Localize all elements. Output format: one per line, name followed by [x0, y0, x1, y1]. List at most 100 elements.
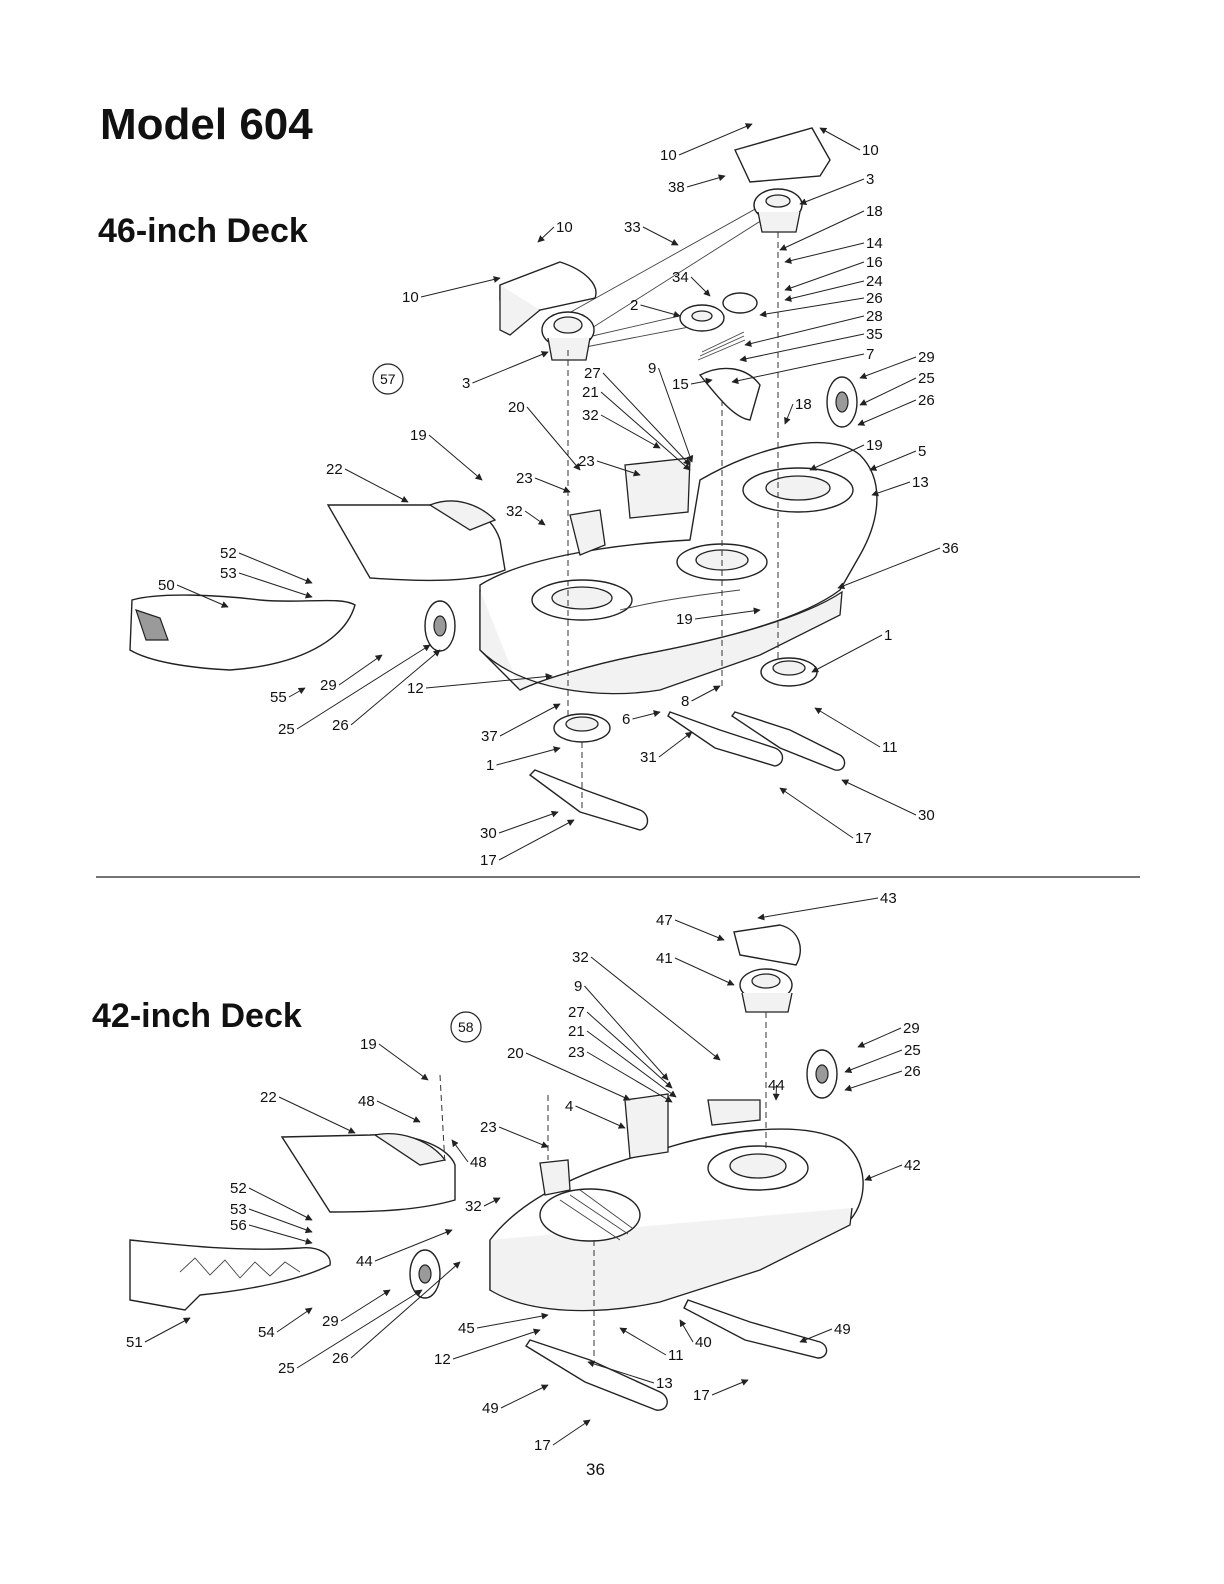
deck-46-leader-21: [600, 391, 691, 471]
deck-46-callout-2: 2: [630, 297, 638, 314]
deck-42-leader-13: [587, 1360, 655, 1384]
deck-46-callout-17: 17: [855, 830, 872, 847]
deck-46-leader-38: [686, 174, 726, 188]
deck-46-leader-1: [496, 746, 561, 766]
deck-42-mulch-plug: [129, 1239, 331, 1311]
deck-42-leader-49: [799, 1328, 833, 1343]
deck-42-leader-29: [857, 1027, 902, 1048]
deck-42-callout-13: 13: [656, 1375, 673, 1392]
deck-42-leader-51: [144, 1317, 191, 1343]
deck-46-callout-23: 23: [516, 470, 533, 487]
deck-46-callout-20: 20: [508, 399, 525, 416]
deck-42-leader-17: [552, 1419, 591, 1446]
deck-46-callout-3: 3: [866, 171, 874, 188]
deck-46-callout-15: 15: [672, 376, 689, 393]
deck-46-callout-29: 29: [320, 677, 337, 694]
deck-42-callout-29: 29: [903, 1020, 920, 1037]
deck-46-belt-guard-right: [734, 127, 831, 183]
deck-46-leader-26: [759, 297, 865, 318]
deck-46-leader-14: [784, 242, 865, 264]
deck-46-leader-19: [809, 444, 865, 471]
deck-46-leader-24: [784, 280, 865, 302]
deck-46-leader-10: [678, 123, 753, 156]
deck-46-leader-13: [871, 481, 911, 497]
deck-46-belt: [559, 197, 776, 351]
deck-42-leader-43: [757, 897, 879, 921]
deck-42-callout-12: 12: [434, 1351, 451, 1368]
deck-46-callout-53: 53: [220, 565, 237, 582]
deck-46-leader-36: [837, 547, 941, 589]
deck-46-title: 46-inch Deck: [98, 212, 308, 250]
deck-46-leader-19: [694, 607, 761, 620]
deck-46-leader-52: [238, 552, 313, 584]
deck-46-leader-25: [859, 377, 917, 406]
deck-46-skirt: [479, 590, 843, 695]
deck-46-leader-25: [296, 644, 431, 730]
deck-46-leader-28: [744, 315, 865, 347]
deck-46-callout-10: 10: [402, 289, 419, 306]
deck-42-leader-21: [586, 1030, 677, 1098]
deck-42-callout-9: 9: [574, 978, 582, 995]
deck-46-callout-3: 3: [462, 375, 470, 392]
deck-42-leader-12: [452, 1328, 541, 1360]
deck-46-leader-50: [176, 584, 229, 608]
deck-42-callout-49: 49: [482, 1400, 499, 1417]
deck-42-leader-44: [374, 1229, 453, 1262]
page-title: Model 604: [100, 100, 313, 149]
deck-46-callout-10: 10: [862, 142, 879, 159]
figure-ref-58: 58: [458, 1019, 474, 1035]
deck-42-callout-22: 22: [260, 1089, 277, 1106]
deck-42-leader-41: [674, 957, 735, 986]
deck-46-leader-23: [596, 460, 641, 477]
deck-46-leader-26: [857, 399, 917, 426]
deck-42-leader-56: [248, 1224, 313, 1245]
deck-42-callout-25: 25: [904, 1042, 921, 1059]
deck-42-callout-44: 44: [356, 1253, 373, 1270]
deck-46-leader-35: [739, 333, 865, 363]
deck-46-callout-27: 27: [584, 365, 601, 382]
deck-46-callout-10: 10: [556, 219, 573, 236]
deck-46-callout-52: 52: [220, 545, 237, 562]
deck-46-callout-50: 50: [158, 577, 175, 594]
deck-46-leader-10: [819, 127, 861, 151]
deck-42-callout-20: 20: [507, 1045, 524, 1062]
deck-46-leader-3: [799, 178, 865, 205]
deck-42-callout-43: 43: [880, 890, 897, 907]
deck-42-callout-25: 25: [278, 1360, 295, 1377]
deck-42-callout-11: 11: [668, 1347, 684, 1364]
deck-46-leader-29: [338, 654, 383, 686]
deck-46-callout-37: 37: [481, 728, 498, 745]
deck-42-callout-26: 26: [332, 1350, 349, 1367]
deck-42-leader-26: [350, 1261, 461, 1359]
deck-46-callout-26: 26: [332, 717, 349, 734]
deck-46-callout-12: 12: [407, 680, 424, 697]
deck-42-callout-19: 19: [360, 1036, 377, 1053]
deck-42-blade-right: [683, 1299, 828, 1359]
deck-46-leader-32: [600, 414, 661, 449]
deck-46-leader-7: [731, 353, 865, 385]
deck-46-leader-33: [642, 226, 679, 246]
deck-46-leader-6: [632, 710, 661, 720]
deck-42-callout-45: 45: [458, 1320, 475, 1337]
deck-46-callout-26: 26: [918, 392, 935, 409]
deck-42-leader-23: [498, 1126, 549, 1148]
deck-42-leader-9: [584, 985, 669, 1081]
deck-46-callout-6: 6: [622, 711, 630, 728]
deck-42-callout-29: 29: [322, 1313, 339, 1330]
deck-42-callout-40: 40: [695, 1334, 712, 1351]
deck-42-leader-26: [844, 1070, 903, 1092]
deck-46-callout-11: 11: [882, 739, 898, 756]
deck-42-lift-bracket: [539, 1159, 571, 1196]
deck-42-leader-48: [376, 1100, 421, 1123]
deck-42-leader-32: [483, 1197, 501, 1207]
deck-46-callout-18: 18: [795, 396, 812, 413]
deck-42-callout-53: 53: [230, 1201, 247, 1218]
deck-46-callout-10: 10: [660, 147, 677, 164]
deck-42-leader-52: [248, 1187, 313, 1221]
deck-46-leader-10: [537, 226, 555, 243]
deck-46-callout-28: 28: [866, 308, 883, 325]
deck-46-leader-15: [690, 377, 713, 385]
deck-46-callout-34: 34: [672, 269, 689, 286]
deck-46-callout-25: 25: [278, 721, 295, 738]
